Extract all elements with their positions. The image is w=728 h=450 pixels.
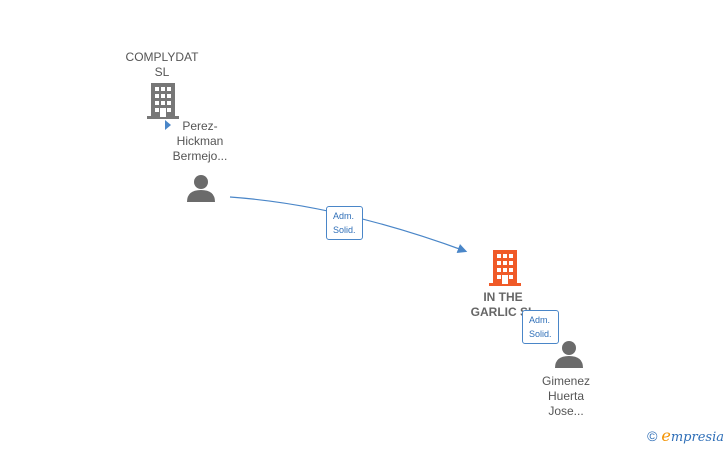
edge-label-adm-solid[interactable]: Adm. Solid. bbox=[326, 206, 363, 240]
node-label-perez[interactable]: Perez- Hickman Bermejo... bbox=[172, 119, 228, 163]
person-icon[interactable] bbox=[554, 339, 584, 369]
node-label-complydat[interactable]: COMPLYDAT SL bbox=[125, 50, 199, 79]
building-icon[interactable] bbox=[147, 83, 179, 119]
copyright-icon: © bbox=[647, 428, 658, 444]
brand-logo: empresia bbox=[661, 426, 724, 445]
copyright-brand: © empresia bbox=[647, 426, 724, 446]
edge-perez-to-complydat-arrow bbox=[165, 120, 171, 130]
building-icon-highlight[interactable] bbox=[489, 250, 521, 286]
edge-label-adm-solid[interactable]: Adm. Solid. bbox=[522, 310, 559, 344]
node-label-gimenez[interactable]: Gimenez Huerta Jose... bbox=[541, 374, 591, 418]
person-icon[interactable] bbox=[186, 173, 216, 203]
